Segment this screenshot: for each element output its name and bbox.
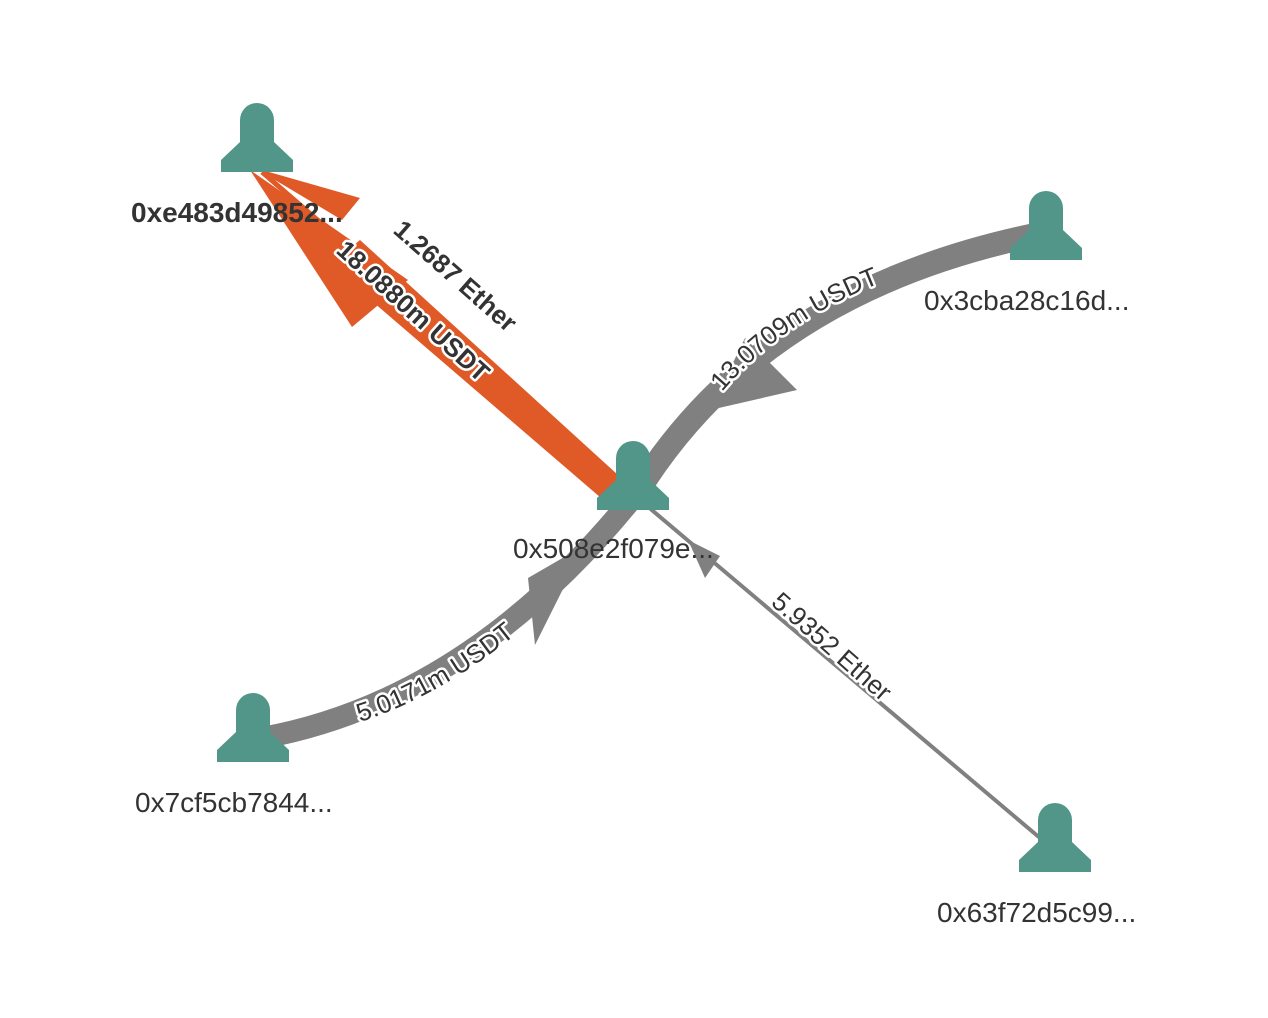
edge-label-e2: 5.0171m USDT <box>352 616 519 728</box>
node-bottom-left[interactable]: 0x7cf5cb7844... <box>135 693 333 818</box>
edge-e5[interactable] <box>255 168 632 492</box>
edge-line[interactable] <box>260 170 632 492</box>
edge-e1[interactable] <box>634 223 1038 487</box>
person-icon <box>221 103 293 172</box>
edge-line[interactable] <box>634 223 1038 487</box>
edge-e4[interactable] <box>250 170 640 510</box>
node-label: 0x508e2f079e... <box>513 533 714 564</box>
node-top-right[interactable]: 0x3cba28c16d... <box>924 191 1130 316</box>
edge-arrowhead <box>255 168 360 220</box>
node-label: 0x3cba28c16d... <box>924 285 1130 316</box>
node-center[interactable]: 0x508e2f079e... <box>513 441 714 564</box>
node-top-left[interactable]: 0xe483d49852... <box>131 103 343 228</box>
person-icon <box>217 693 289 762</box>
node-bottom-right[interactable]: 0x63f72d5c99... <box>937 803 1136 928</box>
edge-arrowhead <box>250 170 408 327</box>
node-label: 0xe483d49852... <box>131 197 343 228</box>
person-icon <box>597 441 669 510</box>
edge-line[interactable] <box>260 488 644 749</box>
person-icon <box>1019 803 1091 872</box>
edge-line[interactable] <box>330 240 640 510</box>
edge-arrowhead <box>688 540 720 578</box>
edge-arrowhead <box>710 338 797 410</box>
node-label: 0x63f72d5c99... <box>937 897 1136 928</box>
edge-arrowhead <box>528 545 585 645</box>
node-label: 0x7cf5cb7844... <box>135 787 333 818</box>
person-icon <box>1010 191 1082 260</box>
edge-label-e3: 5.9352 Ether <box>766 586 898 707</box>
edge-e2[interactable] <box>260 488 644 749</box>
edge-label-e1: 13.0709m USDT <box>704 261 882 396</box>
edge-e3[interactable] <box>638 498 1042 840</box>
